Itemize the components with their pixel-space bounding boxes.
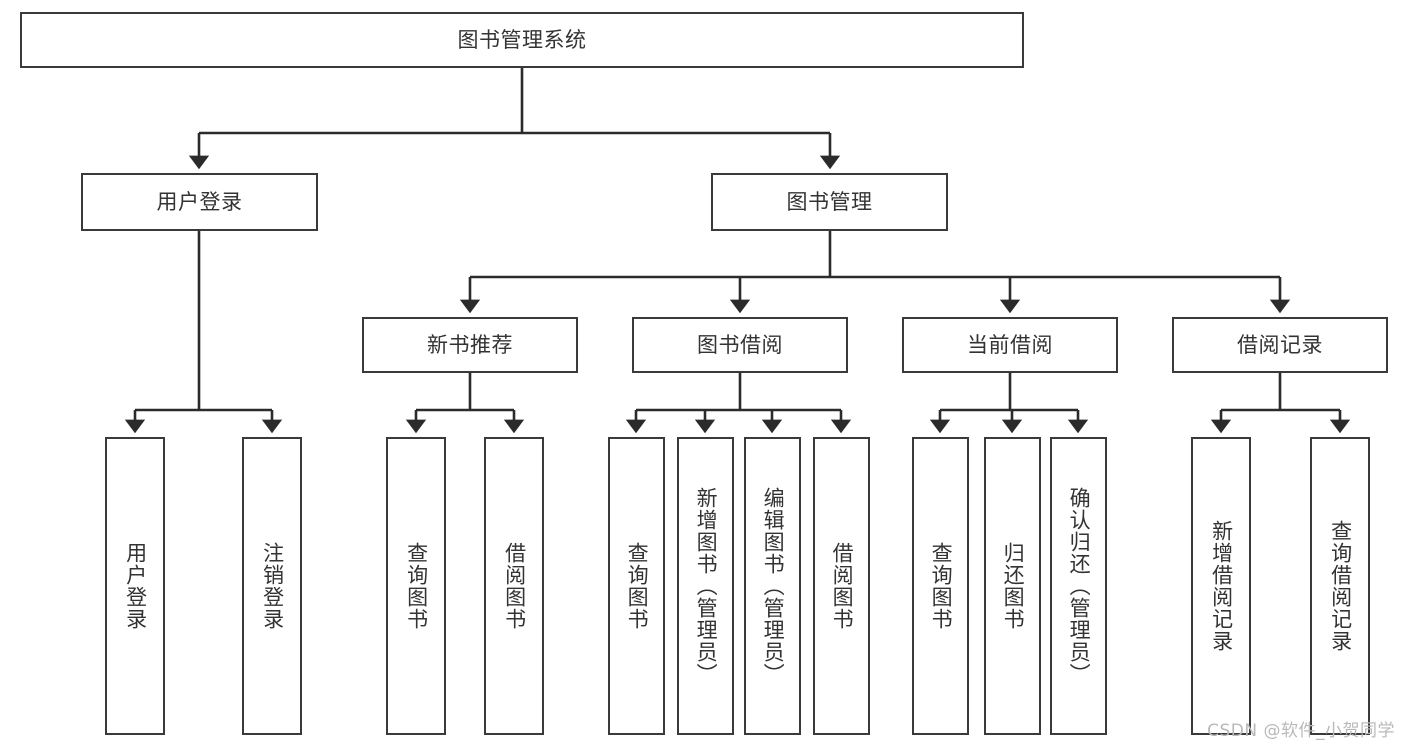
node-label-new-book-rec: 新书推荐	[427, 332, 513, 357]
node-label-leaf-user-login: 用户登录	[123, 542, 148, 630]
node-leaf-query-book-3[interactable]: 查询图书	[912, 437, 969, 735]
watermark-text: CSDN @软件_小贺同学	[1207, 721, 1395, 741]
node-leaf-borrow-book-1[interactable]: 借阅图书	[484, 437, 544, 735]
node-new-book-rec[interactable]: 新书推荐	[362, 317, 578, 373]
node-label-user-login: 用户登录	[156, 189, 243, 214]
node-label-root: 图书管理系统	[457, 27, 587, 52]
node-leaf-borrow-book-2[interactable]: 借阅图书	[813, 437, 870, 735]
node-leaf-query-book-1[interactable]: 查询图书	[386, 437, 446, 735]
node-label-leaf-query-book-3: 查询图书	[929, 542, 954, 630]
node-label-leaf-add-book: 新增图书（管理员）	[694, 487, 719, 685]
node-leaf-return-book[interactable]: 归还图书	[984, 437, 1041, 735]
node-leaf-edit-book[interactable]: 编辑图书（管理员）	[744, 437, 801, 735]
node-current-borrow[interactable]: 当前借阅	[902, 317, 1118, 373]
node-label-leaf-return-book: 归还图书	[1001, 542, 1026, 630]
node-leaf-query-record[interactable]: 查询借阅记录	[1310, 437, 1370, 735]
node-leaf-user-login[interactable]: 用户登录	[105, 437, 165, 735]
node-leaf-logout[interactable]: 注销登录	[242, 437, 302, 735]
node-label-book-borrow: 图书借阅	[697, 332, 783, 357]
node-label-leaf-borrow-book-2: 借阅图书	[830, 542, 855, 630]
node-label-leaf-query-record: 查询借阅记录	[1328, 520, 1353, 652]
node-leaf-add-record[interactable]: 新增借阅记录	[1191, 437, 1251, 735]
node-leaf-add-book[interactable]: 新增图书（管理员）	[677, 437, 734, 735]
node-book-borrow[interactable]: 图书借阅	[632, 317, 848, 373]
node-user-login[interactable]: 用户登录	[81, 173, 318, 231]
node-label-leaf-query-book-1: 查询图书	[404, 542, 429, 630]
node-root[interactable]: 图书管理系统	[20, 12, 1024, 68]
node-label-leaf-query-book-2: 查询图书	[625, 542, 650, 630]
node-leaf-confirm-return[interactable]: 确认归还（管理员）	[1050, 437, 1107, 735]
node-label-leaf-edit-book: 编辑图书（管理员）	[761, 487, 786, 685]
node-book-manage[interactable]: 图书管理	[711, 173, 948, 231]
node-label-leaf-borrow-book-1: 借阅图书	[502, 542, 527, 630]
node-label-borrow-record: 借阅记录	[1237, 332, 1323, 357]
node-leaf-query-book-2[interactable]: 查询图书	[608, 437, 665, 735]
node-label-leaf-add-record: 新增借阅记录	[1209, 520, 1234, 652]
node-label-leaf-confirm-return: 确认归还（管理员）	[1067, 487, 1092, 685]
node-label-book-manage: 图书管理	[786, 189, 873, 214]
node-label-leaf-logout: 注销登录	[260, 542, 285, 630]
node-borrow-record[interactable]: 借阅记录	[1172, 317, 1388, 373]
node-label-current-borrow: 当前借阅	[967, 332, 1053, 357]
